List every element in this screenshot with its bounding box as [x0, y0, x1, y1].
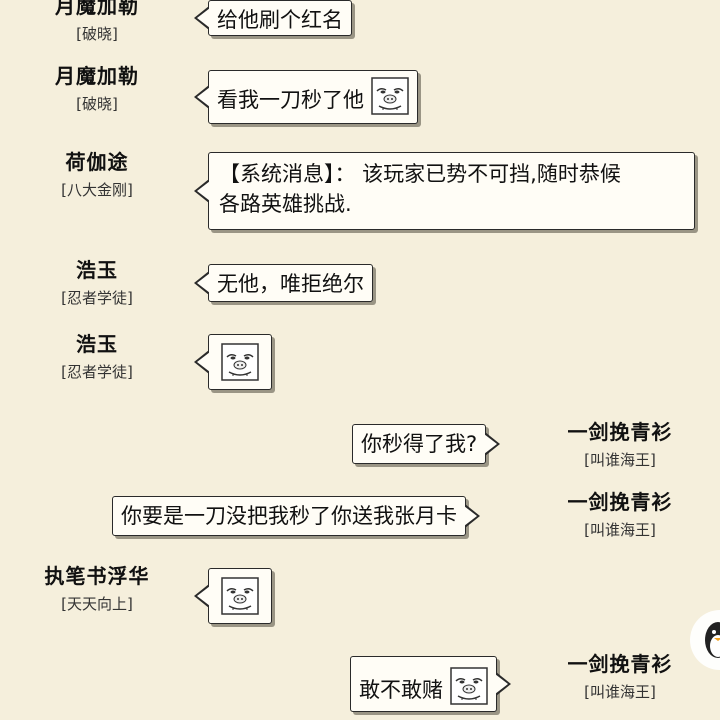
sender-name: 荷伽途	[65, 150, 129, 174]
message-text: 看我一刀秒了他	[217, 88, 364, 112]
chat-bubble[interactable]: 敢不敢赌	[350, 656, 511, 712]
sender-name: 月魔加勒	[55, 0, 139, 18]
chat-bubble[interactable]: 无他，唯拒绝尔	[194, 264, 373, 302]
sender-title: [叫谁海王]	[584, 683, 656, 701]
message-text: 【系统消息】： 该玩家已势不可挡,随时恭候	[219, 162, 621, 186]
sender-block: 月魔加勒 [破晓]	[22, 0, 172, 44]
pig-face-icon	[370, 77, 409, 115]
sender-block: 执笔书浮华 [天天向上]	[22, 564, 172, 614]
sender-block: 一剑挽青衫 [叫谁海王]	[545, 490, 695, 540]
sender-title: [八大金刚]	[61, 181, 133, 199]
sender-block: 一剑挽青衫 [叫谁海王]	[545, 420, 695, 470]
sender-title: [忍者学徒]	[61, 363, 133, 381]
sender-title: [破晓]	[76, 25, 118, 43]
sender-block: 月魔加勒 [破晓]	[22, 64, 172, 114]
chat-bubble[interactable]: 给他刷个红名	[194, 0, 352, 36]
chat-bubble[interactable]: 你要是一刀没把我秒了你送我张月卡	[112, 496, 480, 536]
sender-name: 浩玉	[76, 258, 118, 282]
pig-face-icon	[449, 667, 488, 705]
pig-face-icon	[221, 343, 259, 381]
sender-title: [叫谁海王]	[584, 521, 656, 539]
message-text: 无他，唯拒绝尔	[217, 272, 364, 296]
sender-block: 浩玉 [忍者学徒]	[22, 258, 172, 308]
sender-name: 月魔加勒	[55, 64, 139, 88]
penguin-float-icon[interactable]	[690, 600, 720, 680]
chat-bubble[interactable]: 看我一刀秒了他	[194, 70, 418, 124]
sender-title: [天天向上]	[61, 595, 133, 613]
chat-bubble[interactable]: 你秒得了我?	[352, 424, 501, 464]
message-text: 敢不敢赌	[359, 678, 443, 702]
sender-name: 执笔书浮华	[44, 564, 150, 588]
message-text: 各路英雄挑战.	[219, 192, 352, 216]
sender-title: [叫谁海王]	[584, 451, 656, 469]
sender-name: 一剑挽青衫	[567, 652, 673, 676]
emoji-bubble[interactable]	[194, 334, 272, 390]
message-text: 你要是一刀没把我秒了你送我张月卡	[121, 504, 457, 528]
sender-title: [忍者学徒]	[61, 289, 133, 307]
sender-block: 浩玉 [忍者学徒]	[22, 332, 172, 382]
sender-name: 浩玉	[76, 332, 118, 356]
sender-title: [破晓]	[76, 95, 118, 113]
sender-name: 一剑挽青衫	[567, 490, 673, 514]
message-text: 你秒得了我?	[361, 432, 478, 456]
sender-name: 一剑挽青衫	[567, 420, 673, 444]
message-text: 给他刷个红名	[217, 8, 343, 32]
sender-block: 一剑挽青衫 [叫谁海王]	[545, 652, 695, 702]
sender-block: 荷伽途 [八大金刚]	[22, 150, 172, 200]
pig-face-icon	[221, 577, 259, 615]
emoji-bubble[interactable]	[194, 568, 272, 624]
system-message-bubble[interactable]: 【系统消息】： 该玩家已势不可挡,随时恭候 各路英雄挑战.	[194, 152, 695, 230]
